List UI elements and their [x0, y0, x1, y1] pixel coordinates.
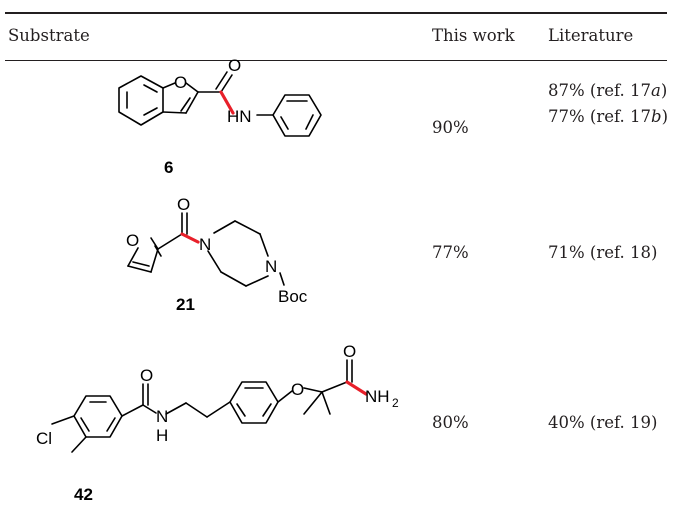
literature-line: 87% (ref. 17a) [548, 81, 668, 100]
atom-label: O [343, 342, 356, 361]
atom-label: N [156, 407, 168, 426]
header-literature: Literature [548, 26, 634, 45]
table-header-rule [5, 60, 667, 61]
atom-label: O [177, 195, 190, 214]
atom-label: O [228, 56, 241, 75]
atom-label: HN [227, 107, 252, 126]
atom-label: O [174, 73, 187, 92]
atom-label: Boc [278, 287, 308, 306]
row-6-this-work: 90% [432, 118, 469, 137]
header-substrate: Substrate [8, 26, 90, 45]
atom-label: NH [365, 387, 390, 406]
atom-label: N [265, 257, 277, 276]
compound-number: 21 [176, 295, 195, 314]
structure-compound-21 [127, 212, 285, 287]
row-21-this-work: 77% [432, 243, 469, 262]
atom-label: N [199, 235, 211, 254]
compound-number: 42 [74, 485, 93, 504]
header-this-work: This work [432, 26, 515, 45]
atom-label: H [156, 426, 168, 445]
row-21-literature: 71% (ref. 18) [548, 243, 658, 262]
literature-line: 77% (ref. 17b) [548, 107, 669, 126]
atom-label: O [126, 231, 139, 250]
row-42-literature: 40% (ref. 19) [548, 413, 658, 432]
atom-label: O [140, 366, 153, 385]
structure-compound-42 [51, 359, 368, 453]
table-top-rule [5, 12, 667, 14]
compound-number: 6 [164, 158, 173, 177]
atom-label: Cl [36, 429, 52, 448]
atom-label: 2 [392, 396, 399, 410]
atom-label: O [291, 380, 304, 399]
row-42-this-work: 80% [432, 413, 469, 432]
row-6-literature: 87% (ref. 17a) 77% (ref. 17b) [548, 78, 668, 130]
structure-compound-6 [118, 71, 322, 137]
